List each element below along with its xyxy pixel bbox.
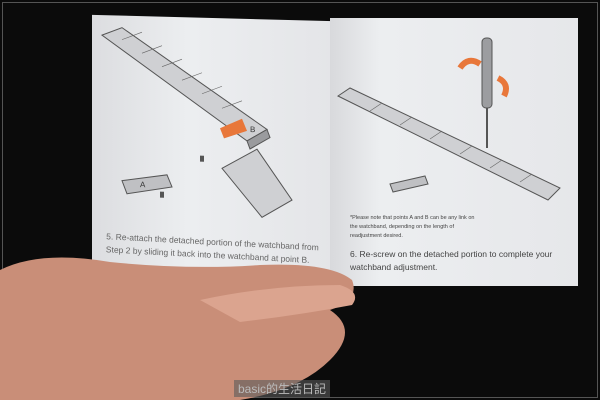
watchband-illustration-step6 [337, 37, 561, 201]
arrow-icon [220, 118, 247, 139]
booklet-left-page: B A 5. Re-attach the detached portion of… [92, 14, 332, 284]
adjustment-note: *Please note that points A and B can be … [350, 215, 475, 239]
point-a-label: A [140, 180, 146, 189]
watermark: basic的生活日記 [234, 380, 331, 397]
step-6-instruction: 6. Re-screw on the detached portion to c… [350, 249, 553, 272]
rotate-arrow-icon [457, 57, 482, 70]
screw-icon [160, 191, 164, 198]
point-b-label: B [250, 125, 255, 134]
booklet-right-page: *Please note that points A and B can be … [330, 18, 578, 286]
screw-icon [200, 155, 204, 162]
watchband-illustration-step5: B A [100, 27, 293, 218]
rotate-arrow-icon [496, 75, 509, 98]
